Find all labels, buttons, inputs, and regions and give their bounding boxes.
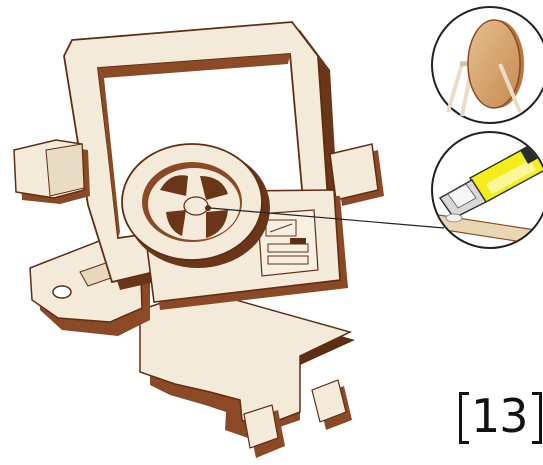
left-mirror: [14, 140, 90, 204]
step-number: 13: [471, 393, 528, 439]
base-plate: [140, 290, 355, 458]
step-bracket-right: [532, 392, 542, 444]
step-bracket-left: [459, 392, 469, 444]
wheel-disc-detail-icon: [432, 7, 543, 123]
glue-application-icon: [432, 132, 543, 248]
